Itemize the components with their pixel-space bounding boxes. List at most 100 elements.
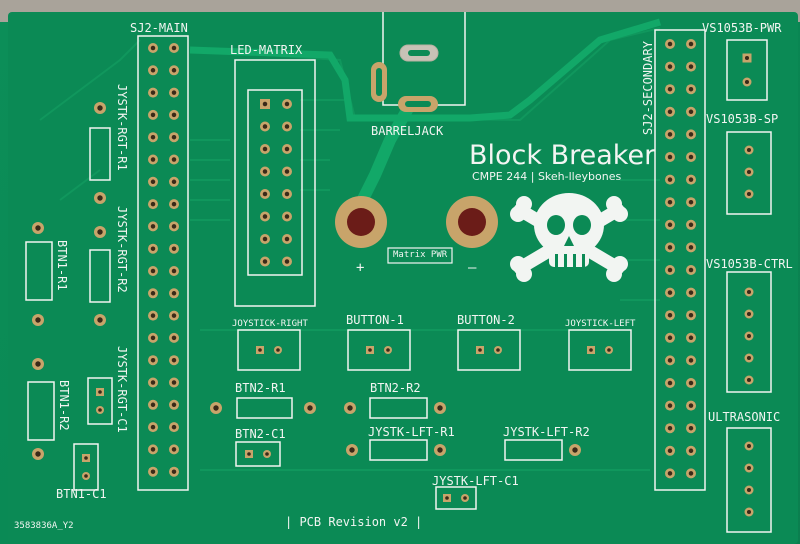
pad-drill-hole [35,225,41,231]
pad-drill-hole [688,335,694,341]
pad-drill-hole [171,335,177,341]
pad-drill-hole [688,358,694,363]
power-trace [189,18,662,122]
pad-drill-hole [667,132,673,137]
pad-drill-hole [688,290,694,295]
pad-drill-hole [688,199,694,205]
board-substrate [8,12,798,544]
jystk-lft-r1-label: JYSTK-LFT-R1 [368,425,455,439]
sj2-main-outline [137,35,189,491]
pad-drill-hole [171,201,177,207]
pad-drill-hole [688,425,694,431]
pad-drill-hole [97,105,103,111]
pad-drill-hole [688,177,694,182]
vs1053b-pwr-label: VS1053B-PWR [702,21,782,35]
pad-drill-hole [688,64,694,69]
right-connector-pins [742,53,754,517]
joystick-left-label: JOYSTICK-LEFT [565,319,636,329]
pad-drill-hole [688,403,694,408]
pad-drill-hole [171,268,177,274]
pad-drill-hole [262,124,268,129]
pad-drill-hole [171,179,177,185]
pad-drill-hole [150,424,156,430]
pad-drill-hole [98,390,102,394]
vs1053b-sp-label: VS1053B-SP [706,112,779,126]
pad-drill-hole [284,124,290,129]
pad-drill-hole [150,402,156,408]
pad-drill-hole [688,132,694,137]
pad-drill-hole [35,451,41,457]
pad-drill-hole [463,496,467,500]
pad-drill-hole [746,191,752,197]
pad-drill-hole [150,291,156,296]
pad-drill-hole [150,90,156,95]
pad-drill-hole [150,268,156,274]
btn2-r1-label: BTN2-R1 [235,381,286,395]
pad-drill-hole [84,456,88,460]
through-hole-pads [32,102,581,460]
connector-outline [87,377,113,425]
pad-drill-hole [262,191,268,197]
pad-drill-hole [667,41,673,47]
pad-drill-hole [171,157,177,162]
connector-outline [568,329,632,371]
pad-drill-hole [386,348,390,352]
pad-drill-hole [347,405,353,411]
pad-drill-hole [688,222,694,228]
pad-drill-hole [247,452,251,456]
pad-drill-hole [171,224,177,229]
pad-drill-hole [150,357,156,363]
pad-drill-hole [746,169,752,175]
pad-drill-hole [284,236,290,242]
button-1-label: BUTTON-1 [346,313,404,327]
pad-drill-hole [667,471,673,476]
pad-drill-hole [667,358,673,363]
pad-drill-hole [688,312,694,318]
pad-drill-hole [667,154,673,160]
led-matrix-inner-outline [247,89,303,276]
pad-drill-hole [589,348,593,352]
pad-drill-hole [667,86,673,92]
pad-drill-hole [284,146,290,152]
pad-drill-hole [744,79,750,85]
pad-drill-hole [667,425,673,431]
pad-drill-hole [496,348,500,352]
pad-drill-hole [171,447,177,452]
pad-drill-hole [150,335,156,341]
sj2-secondary-header-pins [665,39,696,479]
pad-drill-hole [171,313,177,318]
pad-drill-hole [35,361,41,367]
pad-drill-hole [746,509,752,515]
pad-drill-hole [688,267,694,273]
pad-drill-hole [667,448,673,454]
pad-drill-hole [171,90,177,95]
sj2-main-label: SJ2-MAIN [130,21,188,35]
pad-drill-hole [688,109,694,115]
pad-drill-hole [688,380,694,386]
pad-drill-hole [667,290,673,295]
pad-drill-hole [97,317,103,323]
board-subtitle: CMPE 244 | Skeh-lleybones [472,170,622,183]
matrix-pwr-label: Matrix PWR [393,250,448,260]
pad-drill-hole [688,41,694,47]
connector-outline [435,486,477,510]
jystk-rgt-r1-label: JYSTK-RGT-R1 [115,84,129,171]
pad-drill-hole [437,447,443,453]
pad-drill-hole [284,169,290,174]
pad-drill-hole [667,335,673,341]
pad-drill-hole [349,447,355,453]
joystick-right-label: JOYSTICK-RIGHT [232,319,308,329]
pad-drill-hole [607,348,611,352]
plus-label: + [356,260,365,276]
pad-drill-hole [746,377,752,383]
pad-drill-hole [171,291,177,296]
pad-drill-hole [262,259,268,264]
pad-drill-hole [150,224,156,229]
board-title: Block Breaker [469,140,656,171]
pad-drill-hole [688,86,694,92]
pad-drill-hole [572,447,578,453]
button-2-label: BUTTON-2 [457,313,515,327]
barreljack-label: BARRELJACK [371,124,444,138]
pad-drill-hole [265,452,269,456]
